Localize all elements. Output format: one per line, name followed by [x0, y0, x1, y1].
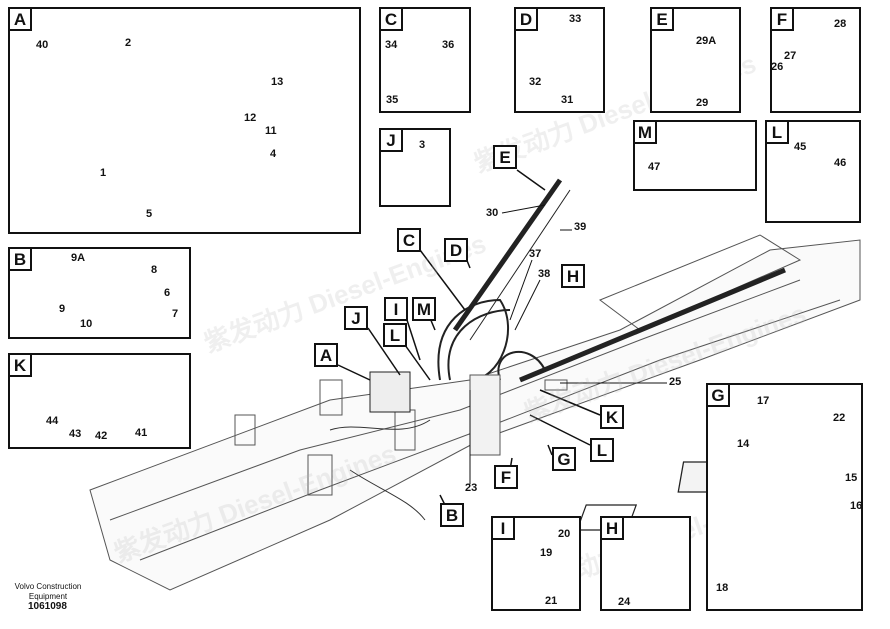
callout-j: J — [344, 306, 368, 330]
manufacturer-label: Volvo Construction Equipment — [8, 582, 88, 602]
detail-tag-j: J — [379, 128, 403, 152]
part-number-15: 15 — [845, 472, 858, 484]
part-number-10: 10 — [80, 318, 93, 330]
callout-e: E — [493, 145, 517, 169]
part-number-31: 31 — [561, 94, 574, 106]
detail-tag-c: C — [379, 7, 403, 31]
part-number-41: 41 — [135, 427, 148, 439]
part-number-23: 23 — [465, 482, 478, 494]
part-number-13: 13 — [271, 76, 284, 88]
callout-i: I — [384, 297, 408, 321]
part-number-2: 2 — [125, 37, 132, 49]
part-number-9: 9 — [59, 303, 66, 315]
part-number-47: 47 — [648, 161, 661, 173]
part-number-12: 12 — [244, 112, 257, 124]
detail-box-e: E — [650, 7, 741, 113]
part-number-29a: 29A — [696, 35, 717, 47]
callout-c: C — [397, 228, 421, 252]
detail-box-i: I — [491, 516, 581, 611]
detail-tag-e: E — [650, 7, 674, 31]
part-number-7: 7 — [172, 308, 179, 320]
part-number-33: 33 — [569, 13, 582, 25]
part-number-9a: 9A — [71, 252, 86, 264]
detail-box-c: C — [379, 7, 471, 113]
part-number-38: 38 — [538, 268, 551, 280]
part-number-5: 5 — [146, 208, 153, 220]
part-number-46: 46 — [834, 157, 847, 169]
callout-m: M — [412, 297, 436, 321]
detail-box-g: G — [706, 383, 863, 611]
part-number-17: 17 — [757, 395, 770, 407]
part-number-30: 30 — [486, 207, 499, 219]
part-number-25: 25 — [669, 376, 682, 388]
part-number-14: 14 — [737, 438, 750, 450]
detail-box-h: H — [600, 516, 691, 611]
detail-box-d: D — [514, 7, 605, 113]
detail-tag-k: K — [8, 353, 32, 377]
callout-d: D — [444, 238, 468, 262]
part-number-43: 43 — [69, 428, 82, 440]
callout-l2: L — [590, 438, 614, 462]
part-number-18: 18 — [716, 582, 729, 594]
part-number-16: 16 — [850, 500, 863, 512]
part-number-42: 42 — [95, 430, 108, 442]
part-number-34: 34 — [385, 39, 398, 51]
part-number-21: 21 — [545, 595, 558, 607]
detail-tag-a: A — [8, 7, 32, 31]
detail-tag-m: M — [633, 120, 657, 144]
manufacturer-line1: Volvo Construction — [14, 582, 82, 591]
detail-box-b: B — [8, 247, 191, 339]
callout-l1: L — [383, 323, 407, 347]
part-number-3: 3 — [419, 139, 426, 151]
part-number-22: 22 — [833, 412, 846, 424]
part-number-45: 45 — [794, 141, 807, 153]
part-number-4: 4 — [270, 148, 277, 160]
detail-box-k: K — [8, 353, 191, 449]
part-number-26: 26 — [771, 61, 784, 73]
detail-tag-f: F — [770, 7, 794, 31]
part-number-36: 36 — [442, 39, 455, 51]
part-number-37: 37 — [529, 248, 542, 260]
callout-g: G — [552, 447, 576, 471]
part-number-28: 28 — [834, 18, 847, 30]
part-number-44: 44 — [46, 415, 59, 427]
drawing-number: 1061098 — [28, 601, 67, 612]
detail-tag-b: B — [8, 247, 32, 271]
part-number-39: 39 — [574, 221, 587, 233]
manufacturer-line2: Equipment — [28, 592, 68, 601]
callout-b: B — [440, 503, 464, 527]
part-number-1: 1 — [100, 167, 107, 179]
detail-box-m: M — [633, 120, 757, 191]
part-number-11: 11 — [265, 125, 277, 137]
part-number-20: 20 — [558, 528, 571, 540]
part-number-29: 29 — [696, 97, 709, 109]
callout-a: A — [314, 343, 338, 367]
detail-box-j: J — [379, 128, 451, 207]
detail-tag-i: I — [491, 516, 515, 540]
detail-box-l: L — [765, 120, 861, 223]
callout-f: F — [494, 465, 518, 489]
callout-h: H — [561, 264, 585, 288]
detail-tag-d: D — [514, 7, 538, 31]
part-number-8: 8 — [151, 264, 158, 276]
detail-box-f: F — [770, 7, 861, 113]
callout-k: K — [600, 405, 624, 429]
detail-tag-h: H — [600, 516, 624, 540]
part-number-27: 27 — [784, 50, 797, 62]
part-number-24: 24 — [618, 596, 631, 608]
detail-tag-l: L — [765, 120, 789, 144]
part-number-32: 32 — [529, 76, 542, 88]
part-number-19: 19 — [540, 547, 553, 559]
part-number-40: 40 — [36, 39, 49, 51]
detail-tag-g: G — [706, 383, 730, 407]
part-number-35: 35 — [386, 94, 399, 106]
part-number-6: 6 — [164, 287, 171, 299]
detail-box-a: A — [8, 7, 361, 234]
